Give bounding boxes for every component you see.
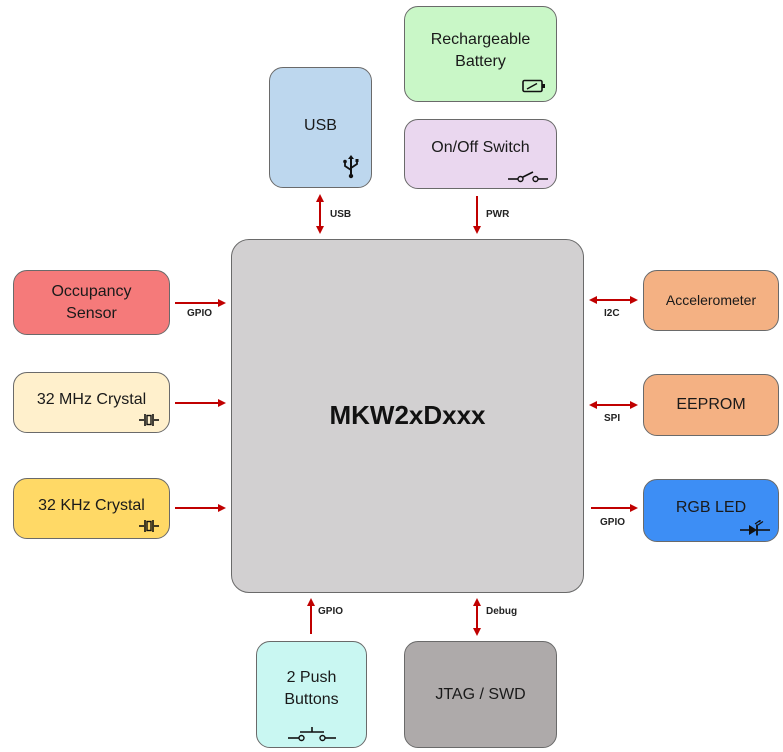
eeprom-label: EEPROM: [676, 396, 746, 414]
switch-label: On/Off Switch: [431, 139, 530, 157]
switch-block: On/Off Switch: [404, 119, 557, 189]
gpio-led-link-label: GPIO: [600, 517, 626, 528]
jtag-swd-block: JTAG / SWD: [404, 641, 557, 748]
switch-icon: [508, 171, 548, 183]
usb-link-label: USB: [330, 209, 352, 220]
crystal-icon: [139, 414, 159, 426]
accelerometer-block: Accelerometer: [643, 270, 779, 331]
gpio-buttons-link-label: GPIO: [318, 606, 344, 617]
mcu-block: MKW2xDxxx: [231, 239, 584, 593]
battery-block: Rechargeable Battery: [404, 6, 557, 102]
battery-icon: [522, 79, 545, 93]
usb-icon: [343, 155, 359, 179]
crystal-icon: [139, 520, 159, 532]
rgb-led-label: RGB LED: [675, 498, 747, 516]
jtag-swd-label: JTAG / SWD: [435, 685, 526, 703]
pwr-link-label: PWR: [486, 209, 510, 220]
usb-block: USB: [269, 67, 372, 188]
usb-label: USB: [304, 116, 337, 134]
push-button-icon: [288, 727, 336, 742]
spi-link-label: SPI: [604, 413, 621, 424]
crystal-32mhz-block: 32 MHz Crystal: [13, 372, 170, 433]
crystal-32mhz-label: 32 MHz Crystal: [36, 390, 147, 408]
eeprom-block: EEPROM: [643, 374, 779, 436]
occupancy-link-label: GPIO: [187, 308, 213, 319]
i2c-link-label: I2C: [604, 308, 620, 319]
push-buttons-label: 2 Push Buttons: [284, 668, 339, 708]
rgb-led-block: RGB LED: [643, 479, 779, 542]
battery-label: Rechargeable Battery: [430, 31, 531, 70]
push-buttons-block: 2 Push Buttons: [256, 641, 367, 748]
occupancy-label: Occupancy Sensor: [51, 282, 132, 322]
debug-link-label: Debug: [486, 606, 518, 617]
occupancy-sensor-block: Occupancy Sensor: [13, 270, 170, 335]
crystal-32khz-label: 32 KHz Crystal: [38, 496, 145, 514]
led-icon: [740, 520, 770, 536]
accelerometer-label: Accelerometer: [665, 292, 757, 309]
mcu-label: MKW2xDxxx: [329, 400, 486, 431]
crystal-32khz-block: 32 KHz Crystal: [13, 478, 170, 539]
